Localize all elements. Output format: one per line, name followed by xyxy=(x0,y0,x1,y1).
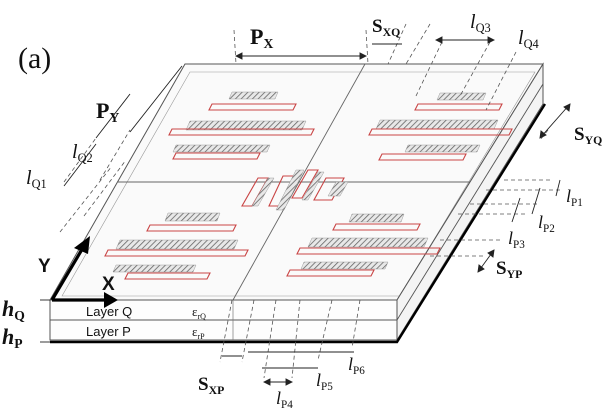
red-strip xyxy=(104,249,249,257)
hatched-strip xyxy=(307,237,429,248)
hatched-strip xyxy=(436,92,487,101)
layer-p-label: Layer P xyxy=(86,324,131,339)
py-arrow xyxy=(129,65,183,133)
hatched-strip xyxy=(300,261,389,270)
py-label: PY xyxy=(96,98,119,125)
hatched-strip xyxy=(185,120,307,131)
red-strip xyxy=(414,103,503,111)
hatched-strip xyxy=(301,171,325,201)
lp1-label: lP1 xyxy=(566,186,583,209)
red-strip xyxy=(313,177,345,201)
syp-label: SYP xyxy=(496,258,522,281)
lq2-label: lQ2 xyxy=(72,141,93,165)
hatched-strip xyxy=(164,212,221,222)
red-strip xyxy=(296,247,441,255)
resonators-cell-top-right xyxy=(368,92,513,161)
lp3-arrow xyxy=(511,197,521,223)
lp2-arrow xyxy=(531,187,541,215)
syq-arrow xyxy=(539,103,571,139)
red-strip xyxy=(368,128,513,136)
lq3-label: lQ3 xyxy=(470,11,491,35)
lp5-label: lP5 xyxy=(316,370,333,393)
eps-p-label: εrP xyxy=(192,324,205,341)
center-cross-resonators xyxy=(241,169,349,211)
panel-label: (a) xyxy=(18,42,51,75)
slab-top-inner-outline xyxy=(61,71,536,297)
sxp-label: SXP xyxy=(198,374,224,397)
px-label: PX xyxy=(250,24,273,51)
syq-label: SYQ xyxy=(574,124,602,147)
hq-label: hQ xyxy=(2,296,25,323)
dimension-arrows xyxy=(40,36,571,386)
y-axis-label: Y xyxy=(38,256,51,277)
y-axis-arrowhead xyxy=(74,236,90,254)
slab-thick-edge xyxy=(50,103,547,344)
hatched-strip xyxy=(348,213,405,223)
red-strip xyxy=(378,153,467,161)
lq1-label: lQ1 xyxy=(26,167,47,191)
red-strip xyxy=(168,128,315,136)
labels: (a) Layer Q Layer P εrQ εrP hQ hP PX PY … xyxy=(2,11,602,411)
hatched-strip xyxy=(251,177,275,207)
lp2-label: lP2 xyxy=(538,212,555,235)
hatched-strip xyxy=(275,169,305,211)
hatched-strip xyxy=(112,264,197,273)
red-strip xyxy=(208,103,297,111)
red-strip xyxy=(146,224,237,232)
x-axis-arrowhead xyxy=(104,292,118,308)
dimension-guides xyxy=(59,23,560,379)
hatched-strip xyxy=(115,239,239,250)
hp-label: hP xyxy=(2,324,23,351)
eps-q-label: εrQ xyxy=(192,304,206,321)
hatched-strip xyxy=(172,144,271,153)
hatched-strip xyxy=(327,181,349,197)
resonators-cell-bottom-right xyxy=(286,213,441,277)
layer-q-label: Layer Q xyxy=(86,304,132,319)
lp3-label: lP3 xyxy=(508,228,525,251)
coordinate-axes: Y X xyxy=(38,236,118,308)
hatched-strip xyxy=(375,119,499,130)
y-axis-line xyxy=(50,245,86,301)
lp6-label: lP6 xyxy=(348,354,365,377)
lp1-arrow xyxy=(555,179,561,197)
resonators-cell-bottom-left xyxy=(104,212,249,280)
resonators-cell-top-left xyxy=(168,91,315,160)
lq4-label: lQ4 xyxy=(518,27,539,51)
red-strip xyxy=(291,169,319,199)
red-strip xyxy=(124,272,211,280)
x-axis-label: X xyxy=(102,274,115,295)
lp4-label: lP4 xyxy=(276,388,293,411)
slab xyxy=(49,62,547,344)
red-strip xyxy=(172,152,261,160)
sxq-label: SXQ xyxy=(372,16,400,39)
lq2-arrow xyxy=(95,93,131,139)
hatched-strip xyxy=(228,91,279,100)
red-strip xyxy=(286,269,375,277)
layer-boundary-side xyxy=(396,83,544,321)
lq1-arrow xyxy=(63,143,97,187)
red-strip xyxy=(332,223,421,231)
hatched-strip xyxy=(404,144,481,153)
